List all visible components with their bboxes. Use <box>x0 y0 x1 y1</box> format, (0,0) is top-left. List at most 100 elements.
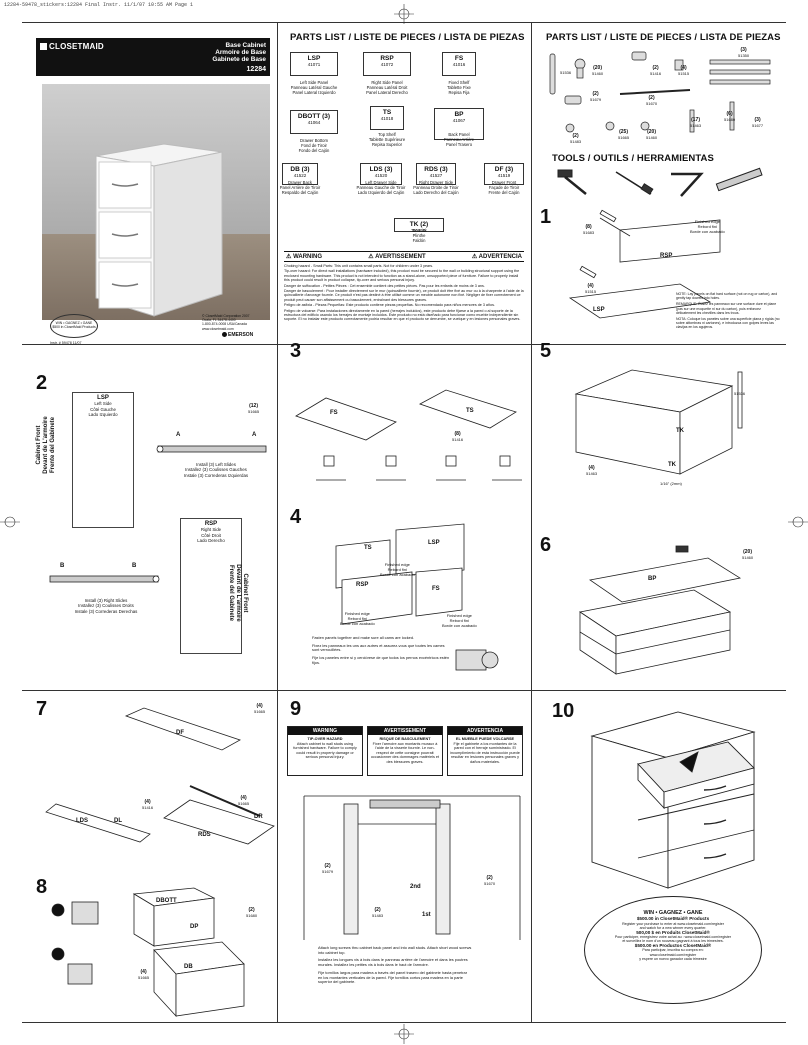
part-number: 41527 <box>429 173 443 178</box>
step4-text: Fasten panels together and make sure all… <box>312 635 452 666</box>
part-code: RSP <box>380 55 394 62</box>
step2-hw-badge: (12)51665 <box>248 403 259 415</box>
copyright-block: © ClosetMaid Corporation 2007 Ocala, FL … <box>202 314 250 331</box>
edge-fr: Rebord fini <box>697 223 718 229</box>
hw-qty: (2) <box>374 907 381 913</box>
part-label-line: Tablette Supérieure <box>368 137 406 142</box>
part-code: RDS (3) <box>424 166 448 173</box>
hw-qty: (3) <box>754 117 761 123</box>
part-label-line: Panneau Latéral Droit <box>366 85 408 90</box>
divider <box>531 344 532 1022</box>
part-9-box: DF (3)41519 <box>484 163 524 185</box>
front-en: Cabinet Front <box>242 573 248 613</box>
hw-qty: (25) <box>619 129 629 135</box>
dl-label: DL <box>114 818 122 824</box>
part-number: 41072 <box>380 62 394 67</box>
part-number: 41071 <box>307 62 321 67</box>
step8-hw-badge-2: (4)51665 <box>138 970 149 981</box>
step-7-number: 7 <box>36 698 48 720</box>
product-title: Base Cabinet Armoire de Base Gabinete de… <box>212 42 266 64</box>
step8-hw-badge-1: (2)51680 <box>246 908 258 919</box>
step-2-number: 2 <box>36 372 48 394</box>
hw-qty: (2) <box>652 65 659 71</box>
hw-qty: (4) <box>588 465 595 471</box>
part-label-line: Plinthe <box>412 233 426 238</box>
step-5-number: 5 <box>540 340 552 362</box>
win-line: 500,00 $ en Produits ClosetMaid® <box>636 929 710 935</box>
edge-es: Borde con acabado <box>340 620 375 626</box>
part-label-line: Panel Trasero <box>445 142 473 147</box>
part-number: 41018 <box>380 116 394 121</box>
part-label-line: Fixed Shelf <box>448 80 470 85</box>
hardware-1: (20)51460 <box>592 66 603 77</box>
part-7-box: LDS (3)41520 <box>360 163 402 185</box>
hw-qty: (2) <box>648 95 655 101</box>
divider <box>277 22 278 344</box>
install-en: Install (3) Left Slides <box>196 462 236 467</box>
install-es: Instale (3) Correderas Izquierdas <box>183 472 249 478</box>
promo-seal: WIN • GAGNEZ • GANE $500 in ClosetMaid P… <box>50 314 98 338</box>
hw-num: 51463 <box>690 123 702 128</box>
part-number: 41067 <box>452 118 466 123</box>
warning-para: Peligro de volcarse: Para instalaciones … <box>284 308 521 322</box>
warning-header-bar: ⚠ WARNING ⚠ AVERTISSEMENT ⚠ ADVERTENCIA <box>284 251 524 262</box>
parts-list-title-2: PARTS LIST / LISTE DE PIECES / LISTA DE … <box>546 32 781 43</box>
seal-line: $500 in ClosetMaid Products <box>52 325 96 329</box>
note-en: NOTE: Lay panels on flat hard surface (n… <box>676 292 778 301</box>
part-label-line: Right Side Panel <box>371 80 403 85</box>
step-1-drawing <box>568 209 721 319</box>
emerson-text: EMERSON <box>228 332 254 338</box>
slide-left-drawing <box>156 445 267 453</box>
divider <box>22 690 786 691</box>
hw-num: 51680 <box>246 913 258 918</box>
warning-head: ⚠ WARNING <box>286 253 322 260</box>
slide-right-drawing <box>49 575 160 583</box>
hardware-0: 51536 <box>560 70 571 75</box>
hw-num: 51680 <box>724 117 736 122</box>
part-label-line: Fondo del Cajón <box>298 148 330 153</box>
level-icon <box>715 167 763 192</box>
hw-num: 51483 <box>372 913 384 918</box>
df-label: DF <box>176 730 184 736</box>
tk-label: TK <box>676 428 684 434</box>
part-code: BP <box>454 111 464 118</box>
hw-qty: (4) <box>587 283 594 289</box>
step9-fr: Installez les longues vis à bois dans le… <box>318 957 468 968</box>
hardware-10: (17)51463 <box>690 118 702 129</box>
fs-label: FS <box>432 586 440 592</box>
hw-qty: (3) <box>740 47 747 53</box>
order-2nd: 2nd <box>410 884 421 890</box>
title-fr: Armoire de Base <box>215 49 266 57</box>
step-4-number: 4 <box>290 506 302 528</box>
hw-num: 51416 <box>142 805 154 810</box>
step-10-number: 10 <box>552 700 575 722</box>
install-fr: Installez (3) Coulisses Droits <box>78 603 134 609</box>
hardware-5: (2)51679 <box>590 92 601 103</box>
hw-qty: (12) <box>249 403 259 409</box>
hw-num: 51665 <box>254 709 266 714</box>
win-line: $500.00 en Productos ClosetMaid® <box>634 942 712 948</box>
title-en: Base Cabinet <box>225 42 267 49</box>
hw-qty: (8) <box>585 224 592 230</box>
install-right-text: Install (3) Right Slides Installez (3) C… <box>66 598 146 614</box>
hardware-3: (4)51515 <box>678 66 689 77</box>
lsp-panel <box>568 283 712 319</box>
part-8-box: RDS (3)41527 <box>416 163 456 185</box>
tk-label: TK <box>668 462 676 468</box>
part-label-line: Panneau Latéral Gauche <box>290 85 338 90</box>
hw-num: 51463 <box>586 471 598 476</box>
part-label-line: Panneau Arrière <box>443 137 475 142</box>
hw-num: 51416 <box>452 437 464 442</box>
hw-qty: (6) <box>726 111 733 117</box>
win-line: and watch for a new winner every quarter… <box>639 926 707 931</box>
